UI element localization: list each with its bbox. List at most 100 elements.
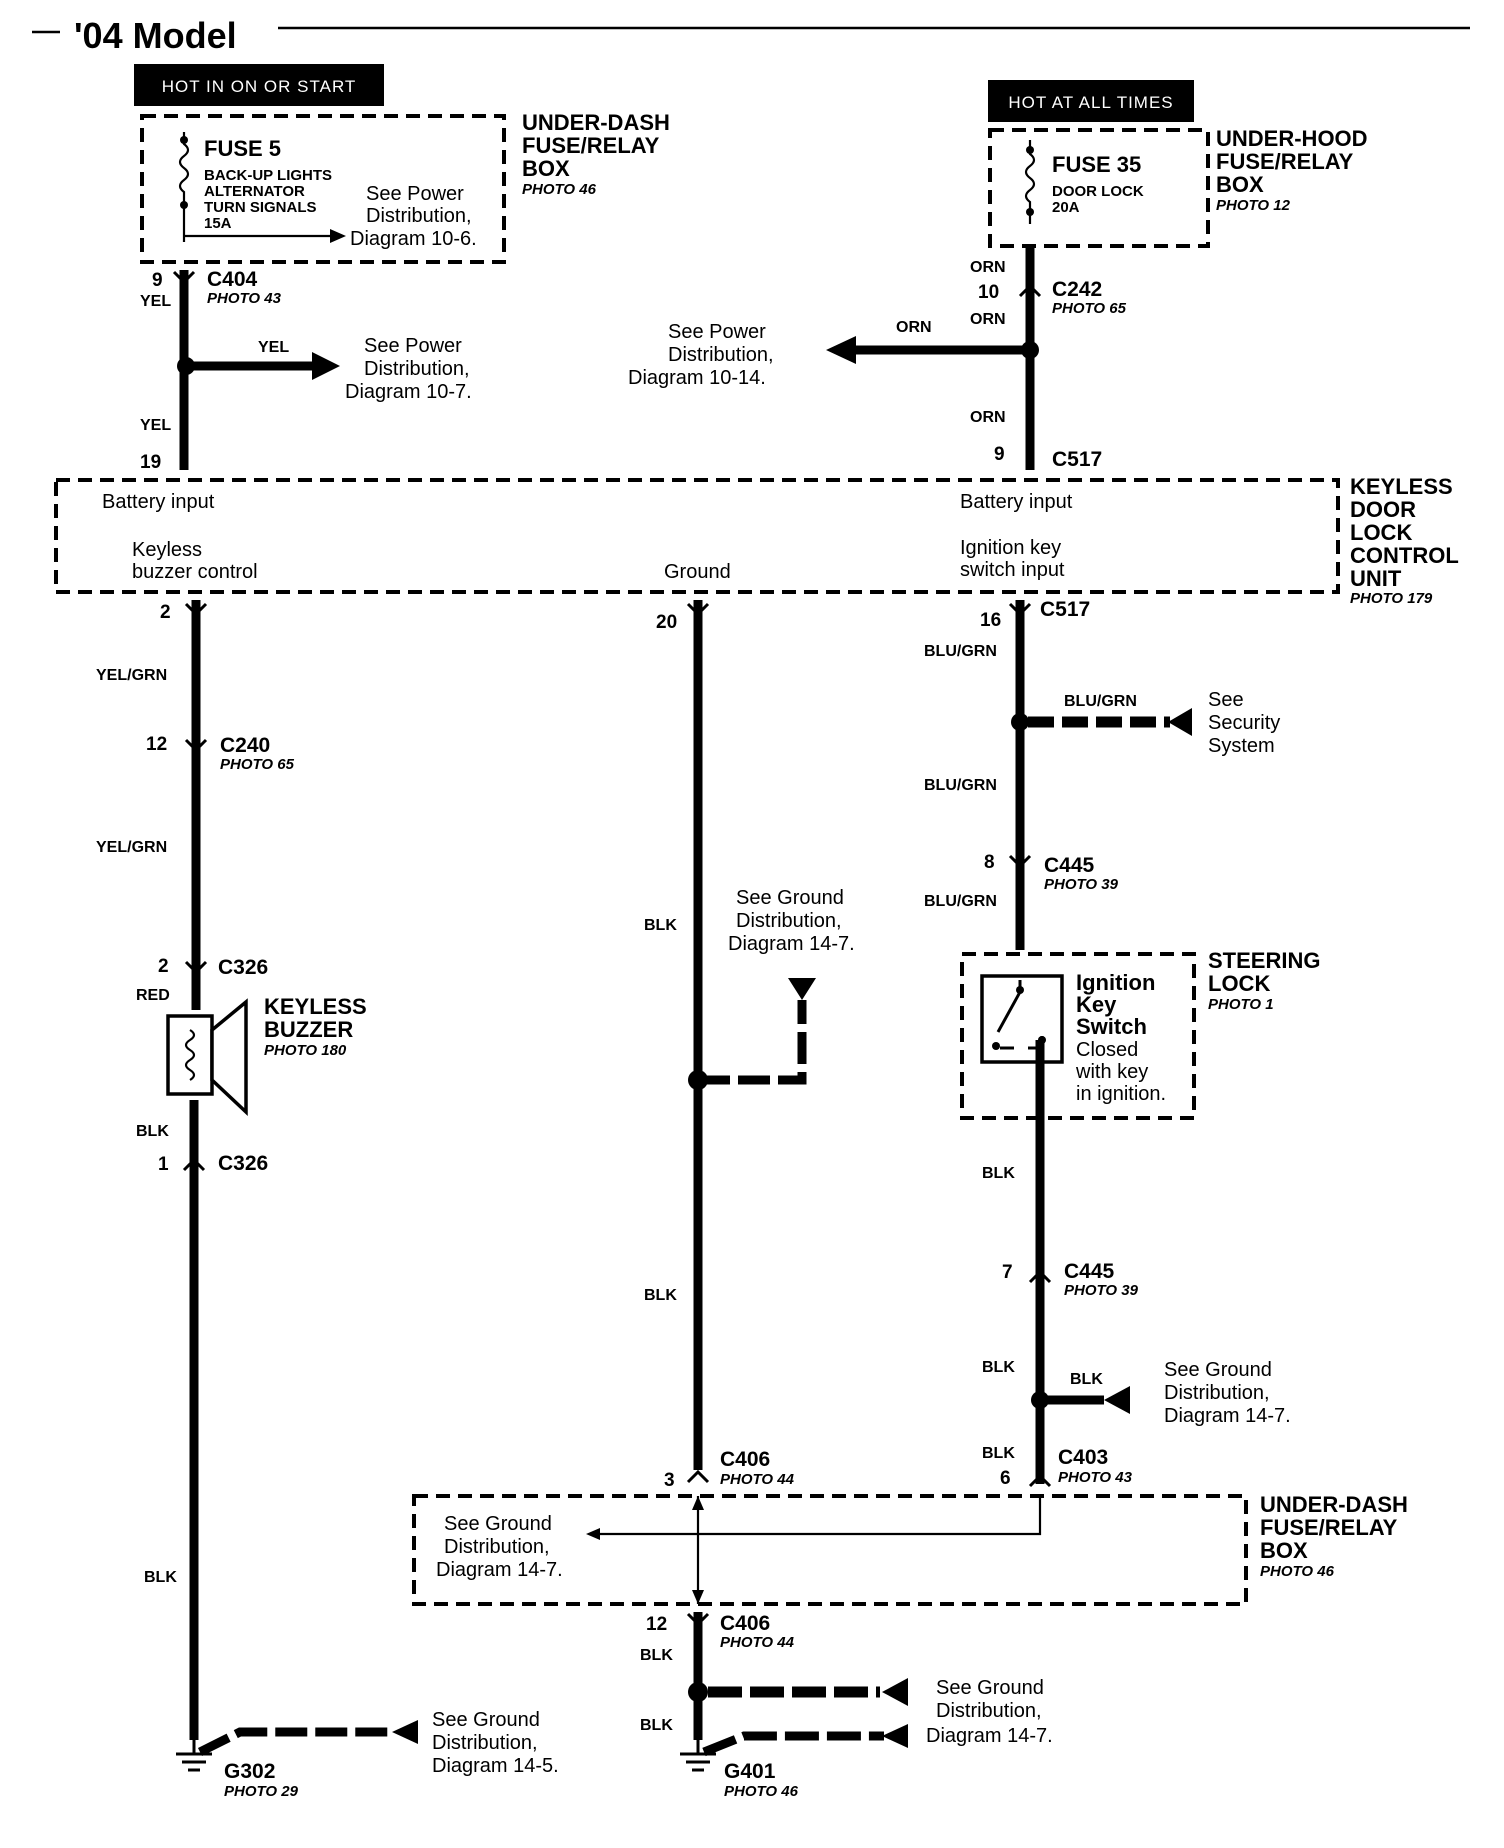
- c406-top-name: C406: [720, 1448, 770, 1471]
- see-power-10-14-line1: See Power: [668, 321, 766, 343]
- fuse-5-label: FUSE 5: [204, 136, 281, 161]
- steering-lock-name-1: STEERING: [1208, 948, 1320, 973]
- see-power-10-6-line1: See Power: [366, 183, 464, 205]
- c240-name: C240: [220, 734, 270, 757]
- fuse-5-symbol: [178, 132, 190, 242]
- steering-lock-box: [960, 952, 1196, 1120]
- c517-bottom-connector-right: [1008, 602, 1032, 617]
- blk-right-branch-arrow: [1104, 1386, 1130, 1414]
- underdash-bottom-name-3: BOX: [1260, 1538, 1308, 1563]
- ignition-input-line2: switch input: [960, 559, 1065, 581]
- g401-branch-wire-2: [702, 1731, 884, 1757]
- fuse-5-circuit-2: ALTERNATOR: [204, 183, 305, 200]
- c326-bottom-pin: 1: [158, 1154, 169, 1175]
- c445-top-photo: PHOTO 39: [1044, 876, 1119, 893]
- see-security-line1: See: [1208, 689, 1244, 711]
- see-power-10-7-line1: See Power: [364, 335, 462, 357]
- underdash-bottom-name-1: UNDER-DASH: [1260, 1492, 1408, 1517]
- buzzer-coil: [184, 1029, 196, 1081]
- control-unit-photo: PHOTO 179: [1350, 590, 1433, 607]
- c445-bottom-photo: PHOTO 39: [1064, 1282, 1139, 1299]
- c403-name: C403: [1058, 1446, 1108, 1469]
- see-security-line3: System: [1208, 735, 1275, 757]
- c404-name: C404: [207, 268, 258, 291]
- underdash-top-name-3: BOX: [522, 156, 570, 181]
- c517-bottom-connector-mid: [686, 602, 710, 617]
- wire-blugrn-label-2: BLU/GRN: [924, 777, 997, 794]
- c240-photo: PHOTO 65: [220, 756, 295, 773]
- see-ground-14-7-box-line2: Distribution,: [444, 1536, 550, 1558]
- wire-blugrn-branch-label: BLU/GRN: [1064, 693, 1137, 710]
- c517-top-pin-left: 19: [140, 452, 161, 473]
- g302-name: G302: [224, 1760, 275, 1783]
- see-ground-14-7-mid-line3: Diagram 14-7.: [728, 933, 855, 955]
- g302-branch-wire: [197, 1727, 390, 1757]
- c406-bottom-photo: PHOTO 44: [720, 1634, 795, 1651]
- control-unit-box: [54, 478, 1340, 594]
- c517-bottom-pin-right: 16: [980, 610, 1001, 631]
- wire-blk-left-label-1: BLK: [136, 1123, 169, 1140]
- steering-lock-name-2: LOCK: [1208, 971, 1270, 996]
- wire-blk-left-label-2: BLK: [144, 1569, 177, 1586]
- see-ground-14-7-box-line3: Diagram 14-7.: [436, 1559, 563, 1581]
- wire-blk-middle-label-2: BLK: [644, 1287, 677, 1304]
- wire-orn-label-lower: ORN: [970, 409, 1006, 426]
- buzzer-name-1: KEYLESS: [264, 994, 367, 1019]
- c404-photo: PHOTO 43: [207, 290, 282, 307]
- hot-in-on-label-bg: [134, 64, 384, 106]
- wire-orn-label-mid: ORN: [970, 311, 1006, 328]
- see-power-10-14-line2: Distribution,: [668, 344, 774, 366]
- underhood-photo: PHOTO 12: [1216, 197, 1291, 214]
- c404-pin: 9: [152, 270, 163, 291]
- underdash-bottom-arrow-top: [692, 1496, 704, 1510]
- see-power-10-7-line2: Distribution,: [364, 358, 470, 380]
- fuse-5-dot-bottom: [180, 201, 188, 209]
- c242-pin: 10: [978, 282, 999, 303]
- c517-top-pin-right: 9: [994, 444, 1005, 465]
- control-unit-name-3: LOCK: [1350, 520, 1412, 545]
- c445-bottom-name: C445: [1064, 1260, 1115, 1283]
- c326-bottom-name: C326: [218, 1152, 268, 1175]
- see-ground-14-7-right-line3: Diagram 14-7.: [1164, 1405, 1291, 1427]
- underhood-name-3: BOX: [1216, 172, 1264, 197]
- g401-branch-arrow-1: [882, 1678, 908, 1706]
- ground-mid-branch-arrow: [788, 978, 816, 1000]
- underdash-bottom-internal-right: [590, 1496, 1042, 1536]
- control-unit-name-2: DOOR: [1350, 497, 1416, 522]
- wire-blk-g401-label-1: BLK: [640, 1647, 673, 1664]
- hot-in-on-label: HOT IN ON OR START: [162, 77, 357, 96]
- c326-top-name: C326: [218, 956, 268, 979]
- underdash-box-bottom: [412, 1494, 1248, 1606]
- underdash-top-name-2: FUSE/RELAY: [522, 133, 660, 158]
- c326-top-connector: [184, 960, 208, 975]
- hot-at-all-times-label: HOT AT ALL TIMES: [1008, 93, 1173, 112]
- g302-branch-arrow: [392, 1720, 418, 1744]
- ignition-input-line1: Ignition key: [960, 537, 1061, 559]
- ignition-switch-dot-2: [992, 1042, 1000, 1050]
- wire-orn-label-top: ORN: [970, 259, 1006, 276]
- wire-blk-right-branch-label: BLK: [1070, 1371, 1103, 1388]
- wire-blk-right-label-1: BLK: [982, 1165, 1015, 1182]
- wire-red-label: RED: [136, 987, 170, 1004]
- fuse-35-circuit-2: 20A: [1052, 199, 1080, 216]
- ignition-switch-desc-1: Closed: [1076, 1039, 1138, 1061]
- fuse-35-circuit-1: DOOR LOCK: [1052, 183, 1144, 200]
- see-security-line2: Security: [1208, 712, 1280, 734]
- wire-blk-g401-label-2: BLK: [640, 1717, 673, 1734]
- wire-yel-label-top: YEL: [140, 293, 171, 310]
- wire-yel-label-lower: YEL: [140, 417, 171, 434]
- underdash-top-photo: PHOTO 46: [522, 181, 597, 198]
- see-ground-14-5-line3: Diagram 14-5.: [432, 1755, 559, 1777]
- g302-photo: PHOTO 29: [224, 1783, 299, 1800]
- battery-input-left: Battery input: [102, 491, 215, 513]
- fuse-5-circuit-3: TURN SIGNALS: [204, 199, 317, 216]
- ignition-switch-desc-2: with key: [1075, 1061, 1148, 1083]
- wire-blugrn-label-3: BLU/GRN: [924, 893, 997, 910]
- buzzer-name-2: BUZZER: [264, 1017, 353, 1042]
- hot-at-all-times-bg: [988, 80, 1194, 122]
- steering-lock-photo: PHOTO 1: [1208, 996, 1274, 1013]
- see-power-10-6-line3: Diagram 10-6.: [350, 228, 477, 250]
- c517-bottom-name: C517: [1040, 598, 1090, 621]
- see-ground-14-7-right-line1: See Ground: [1164, 1359, 1272, 1381]
